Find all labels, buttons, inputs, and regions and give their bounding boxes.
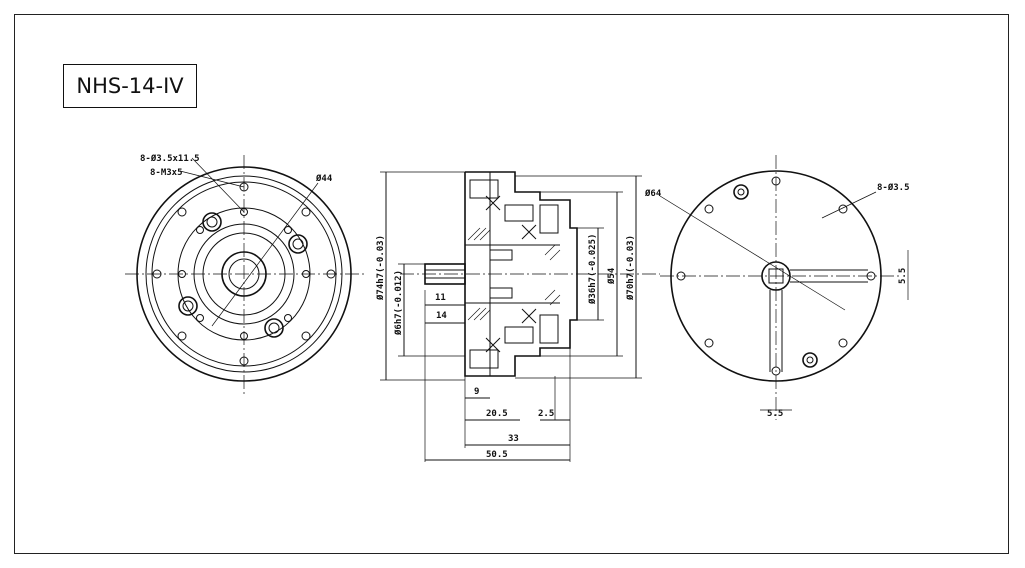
dim-50-5: 50.5 bbox=[486, 450, 508, 460]
label-holes-b: 8-M3x5 bbox=[150, 168, 183, 178]
dim-5-5-horizontal: 5.5 bbox=[767, 409, 783, 419]
drawing-frame bbox=[14, 14, 1009, 554]
label-dia-64: Ø64 bbox=[644, 188, 662, 199]
label-dia-44: Ø44 bbox=[315, 173, 333, 184]
dim-dia-70: Ø70h7(-0.03) bbox=[625, 235, 636, 301]
model-title: NHS-14-IV bbox=[63, 64, 197, 108]
right-view: Ø64 8-Ø3.5 5.5 5.5 bbox=[644, 155, 910, 420]
left-view: 8-Ø3.5x11.5 8-M3x5 Ø44 bbox=[125, 153, 365, 395]
dim-33: 33 bbox=[508, 434, 519, 444]
section-view: 11 14 9 20.5 2.5 33 50.5 Ø74h7(-0.03) Ø6… bbox=[375, 171, 660, 462]
dim-20-5: 20.5 bbox=[486, 409, 508, 419]
dim-14: 14 bbox=[436, 311, 447, 321]
label-holes-right: 8-Ø3.5 bbox=[877, 182, 910, 193]
dim-11: 11 bbox=[435, 293, 446, 303]
dim-9: 9 bbox=[474, 387, 479, 397]
label-holes-a: 8-Ø3.5x11.5 bbox=[140, 153, 200, 164]
dim-dia-54: Ø54 bbox=[606, 267, 617, 285]
dim-dia-36: Ø36h7(-0.025) bbox=[587, 234, 598, 305]
dim-dia-74: Ø74h7(-0.03) bbox=[375, 235, 386, 301]
dim-5-5-vertical: 5.5 bbox=[898, 268, 908, 284]
dim-2-5: 2.5 bbox=[538, 409, 554, 419]
dim-dia-6: Ø6h7(-0.012) bbox=[393, 270, 404, 336]
